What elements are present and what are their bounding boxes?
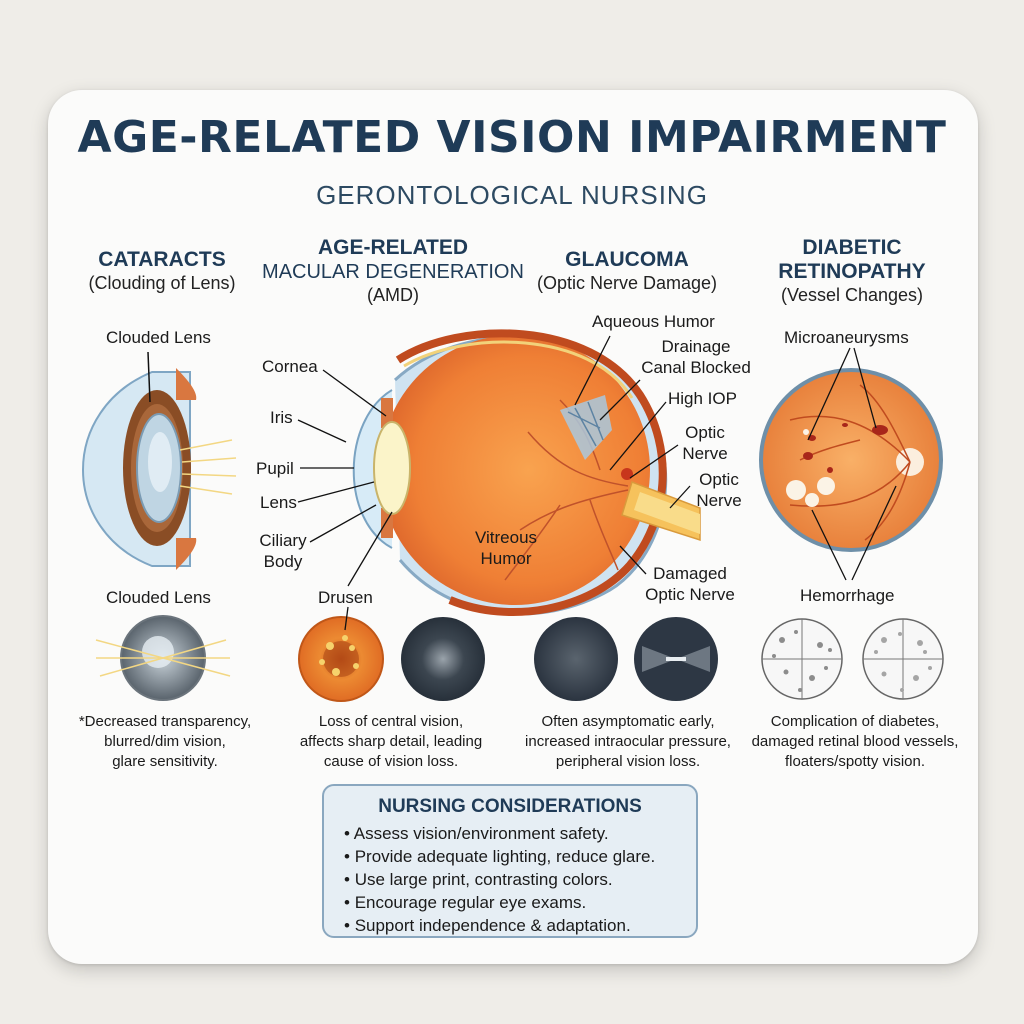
amd-title-line1: AGE-RELATED xyxy=(317,236,469,259)
retinopathy-desc-line2: damaged retinal blood vessels, xyxy=(751,733,959,750)
label-drusen: Drusen xyxy=(318,588,373,607)
retinopathy-desc-line3: floaters/spotty vision. xyxy=(784,753,926,770)
label-high-iop: High IOP xyxy=(668,389,737,408)
label-clouded-lens-top: Clouded Lens xyxy=(106,328,211,347)
label-microaneurysms: Microaneurysms xyxy=(784,328,909,347)
label-drainage-canal: Drainage Canal Blocked xyxy=(634,336,758,378)
retinopathy-fundus-illustration xyxy=(759,347,943,581)
nursing-item: Provide adequate lighting, reduce glare. xyxy=(344,845,680,868)
label-drainage-line2: Canal Blocked xyxy=(641,358,751,377)
label-damaged-optic-nerve: Damaged Optic Nerve xyxy=(636,563,744,605)
label-optic-nerve-b-line2: Nerve xyxy=(696,491,742,510)
label-iris: Iris xyxy=(270,408,293,427)
cataracts-description: *Decreased transparency, blurred/dim vis… xyxy=(62,712,268,772)
label-vitreous-humor: Vitreous Humor xyxy=(466,527,546,569)
label-ciliary-line1: Ciliary xyxy=(259,531,307,550)
label-damaged-line1: Damaged xyxy=(653,564,727,583)
label-vitreous-line1: Vitreous xyxy=(474,528,538,547)
cataracts-heading: CATARACTS (Clouding of Lens) xyxy=(62,248,262,294)
nursing-considerations-list: Assess vision/environment safety. Provid… xyxy=(340,822,680,937)
label-drainage-line1: Drainage xyxy=(661,337,731,356)
glaucoma-desc-line1: Often asymptomatic early, xyxy=(541,713,715,730)
amd-subtitle: (AMD) xyxy=(367,285,419,305)
label-optic-nerve-a-line1: Optic xyxy=(685,423,725,442)
central-eye-leader-lines xyxy=(297,335,691,587)
label-ciliary-body: Ciliary Body xyxy=(254,530,312,572)
cataract-eye-illustration xyxy=(82,351,237,570)
amd-description: Loss of central vision, affects sharp de… xyxy=(280,712,502,772)
retinopathy-desc-line1: Complication of diabetes, xyxy=(770,713,940,730)
nursing-item: Support independence & adaptation. xyxy=(344,914,680,937)
label-cornea: Cornea xyxy=(262,357,318,376)
retinopathy-subtitle: (Vessel Changes) xyxy=(780,285,924,305)
amd-desc-line3: cause of vision loss. xyxy=(323,753,459,770)
label-damaged-line2: Optic Nerve xyxy=(645,585,735,604)
cataract-vision-disc xyxy=(95,615,231,701)
cataracts-title: CATARACTS xyxy=(98,248,226,271)
amd-heading: AGE-RELATED MACULAR DEGENERATION (AMD) xyxy=(262,236,524,306)
label-ciliary-line2: Body xyxy=(263,552,303,571)
amd-vision-discs xyxy=(298,606,485,702)
glaucoma-desc-line2: increased intraocular pressure, xyxy=(525,733,731,750)
nursing-item: Encourage regular eye exams. xyxy=(344,891,680,914)
retinopathy-title-line2: RETINOPATHY xyxy=(778,260,926,283)
poster-title: AGE-RELATED VISION IMPAIRMENT xyxy=(77,112,947,163)
glaucoma-heading: GLAUCOMA (Optic Nerve Damage) xyxy=(522,248,732,294)
glaucoma-vision-discs xyxy=(534,617,718,701)
amd-desc-line1: Loss of central vision, xyxy=(318,713,464,730)
central-eye-illustration xyxy=(352,329,701,617)
glaucoma-description: Often asymptomatic early, increased intr… xyxy=(510,712,746,772)
glaucoma-desc-line3: peripheral vision loss. xyxy=(555,753,701,770)
label-optic-nerve-a: Optic Nerve xyxy=(676,422,734,464)
label-lens: Lens xyxy=(260,493,297,512)
cataracts-desc-line3: glare sensitivity. xyxy=(112,753,218,770)
label-vitreous-line2: Humor xyxy=(480,549,532,568)
label-aqueous-humor: Aqueous Humor xyxy=(592,312,715,331)
glaucoma-title: GLAUCOMA xyxy=(565,248,689,271)
cataracts-subtitle: (Clouding of Lens) xyxy=(88,273,236,293)
amd-desc-line2: affects sharp detail, leading xyxy=(299,733,483,750)
label-optic-nerve-b: Optic Nerve xyxy=(690,469,748,511)
nursing-item: Assess vision/environment safety. xyxy=(344,822,680,845)
label-pupil: Pupil xyxy=(256,459,294,478)
glaucoma-subtitle: (Optic Nerve Damage) xyxy=(536,273,718,293)
cataracts-desc-line1: *Decreased transparency, xyxy=(78,713,252,730)
retinopathy-vision-discs xyxy=(761,618,944,700)
label-optic-nerve-b-line1: Optic xyxy=(699,470,739,489)
poster-subtitle: GERONTOLOGICAL NURSING xyxy=(316,180,708,210)
retinopathy-title-line1: DIABETIC xyxy=(802,236,902,259)
nursing-considerations-heading: NURSING CONSIDERATIONS xyxy=(378,796,642,817)
label-hemorrhage: Hemorrhage xyxy=(800,586,895,605)
label-clouded-lens-bottom: Clouded Lens xyxy=(106,588,211,607)
cataracts-desc-line2: blurred/dim vision, xyxy=(104,733,226,750)
retinopathy-heading: DIABETIC RETINOPATHY (Vessel Changes) xyxy=(752,236,952,306)
nursing-considerations-box: NURSING CONSIDERATIONS Assess vision/env… xyxy=(322,784,698,938)
nursing-item: Use large print, contrasting colors. xyxy=(344,868,680,891)
retinopathy-description: Complication of diabetes, damaged retina… xyxy=(742,712,968,772)
amd-title-line2: MACULAR DEGENERATION xyxy=(262,261,524,283)
label-optic-nerve-a-line2: Nerve xyxy=(682,444,728,463)
